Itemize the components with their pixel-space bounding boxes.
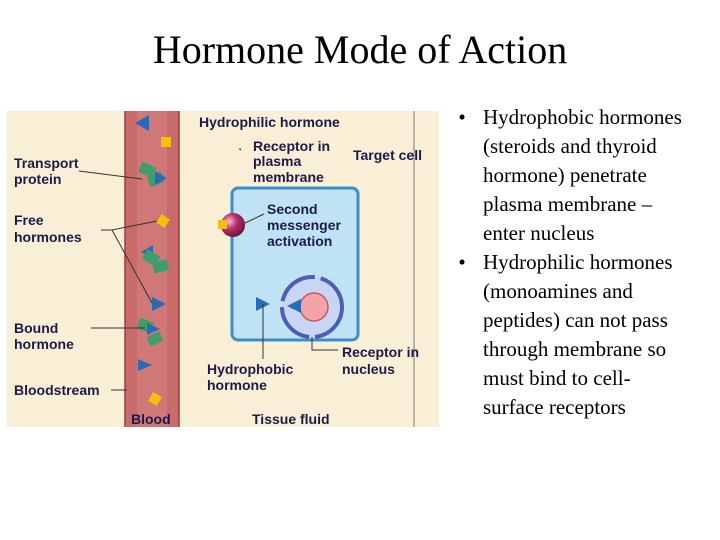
label-bloodstream: Bloodstream (14, 382, 100, 398)
label-transport-protein-2: protein (14, 171, 61, 187)
label-blood: Blood (131, 411, 171, 427)
label-target-cell: Target cell (353, 147, 422, 163)
bullet-line: (steroids and thyroid (483, 134, 657, 158)
label-receptor-membrane-1: Receptor in (253, 138, 330, 154)
label-receptor-membrane-2: plasma (253, 153, 301, 169)
hydrophobic-hormone-bound-to-protein (147, 323, 160, 335)
label-receptor-nucleus-1: Receptor in (342, 344, 419, 360)
label-receptor-membrane-3: membrane (253, 169, 324, 185)
hydrophilic-hormone (156, 214, 170, 228)
bullet-line: Hydrophilic hormones (483, 250, 673, 274)
slide-title: Hormone Mode of Action (152, 27, 568, 72)
membrane-receptor (221, 213, 245, 237)
transport-protein (141, 249, 161, 267)
bullet-line: hormone) penetrate (483, 163, 647, 187)
label-receptor-nucleus-2: nucleus (342, 361, 395, 377)
label-free-hormones-2: hormones (14, 229, 82, 245)
bullet-line: must bind to cell- (483, 366, 631, 390)
label-bound-hormone-2: hormone (14, 336, 74, 352)
label-transport-protein-1: Transport (14, 155, 79, 171)
hydrophobic-hormone (152, 297, 166, 311)
hormone-diagram: Hydrophilic hormone Receptor in plasma m… (7, 111, 439, 427)
bullet-item: • Hydrophilic hormones (monoamines and p… (452, 248, 714, 422)
label-second-messenger-2: messenger (267, 217, 341, 233)
label-second-messenger-3: activation (267, 233, 332, 249)
label-bound-hormone-1: Bound (14, 320, 58, 336)
bullet-marker: • (458, 250, 466, 274)
label-tissue-fluid: Tissue fluid (252, 411, 330, 427)
bullet-line: plasma membrane – (483, 192, 653, 216)
label-hydrophilic-hormone: Hydrophilic hormone (199, 114, 340, 130)
label-hydrophobic-hormone-2: hormone (207, 377, 267, 393)
hydrophobic-hormone (138, 359, 152, 371)
bullet-line: through membrane so (483, 337, 667, 361)
blood-vessel (125, 111, 179, 427)
hydrophobic-hormone-bound-to-protein (155, 171, 167, 185)
hormone-diagram-svg: Hydrophilic hormone Receptor in plasma m… (7, 111, 439, 427)
label-free-hormones-1: Free (14, 212, 44, 228)
diagram-background (7, 111, 439, 427)
bullet-line: Hydrophobic hormones (483, 105, 682, 129)
nucleus-core (299, 292, 329, 322)
transport-protein (146, 331, 164, 347)
hydrophilic-hormone (161, 137, 171, 147)
bullet-line: peptides) can not pass (483, 308, 668, 332)
bullet-line: enter nucleus (483, 221, 595, 245)
label-hydrophobic-hormone-1: Hydrophobic (207, 361, 294, 377)
bullet-marker: • (458, 105, 466, 129)
label-second-messenger-1: Second (267, 201, 318, 217)
transport-protein (151, 259, 170, 274)
transport-protein (138, 161, 157, 178)
bullet-list: • Hydrophobic hormones (steroids and thy… (452, 103, 714, 422)
hydrophilic-hormone-bound (218, 220, 227, 229)
hydrophilic-hormone (148, 392, 162, 406)
bullet-line: (monoamines and (483, 279, 633, 303)
leader-lines (78, 148, 338, 391)
bullet-item: • Hydrophobic hormones (steroids and thy… (452, 103, 714, 248)
hydrophobic-hormone (135, 115, 149, 131)
hydrophobic-hormone-in-nucleus (287, 299, 301, 313)
bullet-line: surface receptors (483, 395, 626, 419)
